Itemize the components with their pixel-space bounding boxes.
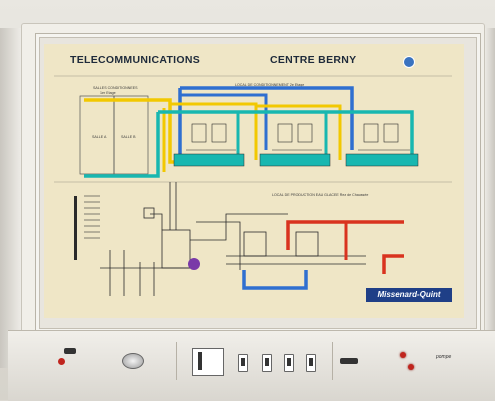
meter-display [192,348,224,376]
switch-4[interactable] [306,354,316,372]
yellow-pipe-main [84,98,176,164]
console-divider-2 [332,342,333,380]
legend-list [84,195,100,239]
emergency-knob[interactable] [58,358,65,365]
room-a-box [79,95,115,175]
ahu-unit-1 [173,153,245,167]
company-logo-icon [403,56,415,68]
meter-needle [198,352,202,370]
console-divider-1 [176,342,177,380]
red-hot-pipe [286,220,404,250]
label-conditioning-room: LOCAL DE CONDITIONNEMENT 2e Etage [235,83,305,87]
ahu-internals [186,123,410,151]
label-conditioned-rooms: SALLES CONDITIONNEES [93,86,138,90]
label-chilled-water-room: LOCAL DE PRODUCTION EAU GLACEE Rez de Ch… [272,193,369,197]
switch-3[interactable] [284,354,294,372]
panel-title-left: TELECOMMUNICATIONS [70,54,201,66]
legend-bar [74,196,77,260]
indicator-lamp-1 [400,352,406,358]
rotary-knob[interactable] [122,353,144,369]
cabinet-door-left [0,28,22,368]
label-room-b: SALLE B [121,135,136,139]
cyan-pipe-top [158,110,414,160]
cabinet-door-right [484,28,495,368]
indicator-lamp-2 [408,364,414,370]
pump-icon [188,258,200,270]
label-first-floor: 1er Etage [100,91,116,95]
panel-title-right: CENTRE BERNY [270,54,357,66]
blue-branch-pipe [180,93,268,150]
ahu-unit-2 [259,153,331,167]
yellow-pipe-branch-1 [170,102,258,160]
blue-supply-pipe [180,86,354,150]
chilled-water-plant [100,182,366,296]
brand-plate: Missenard-Quint [366,288,452,302]
red-outlet-pipe [382,254,404,274]
blue-return-pipe [242,270,308,290]
ahu-unit-3 [345,153,419,167]
room-b-box [113,95,149,175]
yellow-pipe-branch-2 [256,104,342,160]
selector-lever[interactable] [64,348,76,354]
label-room-a: SALLE A [92,135,107,139]
switch-1[interactable] [238,354,248,372]
toggle-lever[interactable] [340,358,358,364]
control-console [8,330,495,401]
switch-2[interactable] [262,354,272,372]
handwritten-tag: pompe [436,354,452,360]
cyan-pipe-left [84,112,160,178]
